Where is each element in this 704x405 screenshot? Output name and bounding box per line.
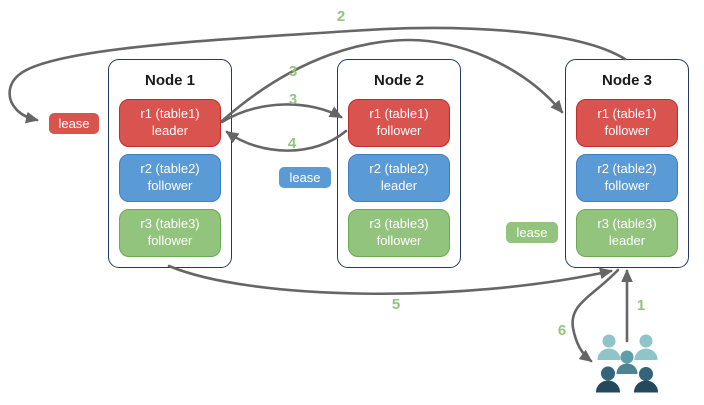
range-role: follower [604, 178, 650, 193]
step-label-3b: 3 [288, 91, 298, 108]
node1-range-r3: r3 (table3) follower [119, 209, 221, 257]
range-role: leader [380, 178, 418, 193]
node-title: Node 1 [144, 72, 195, 89]
range-role: follower [376, 233, 422, 248]
users-group-icon [596, 334, 658, 393]
step-label-4: 4 [287, 135, 297, 152]
node2-range-r3: r3 (table3) follower [348, 209, 450, 257]
range-role: leader [151, 123, 189, 138]
range-line1: r1 (table1) [140, 106, 200, 122]
node2-range-r2: r2 (table2) leader [348, 154, 450, 202]
range-role: follower [147, 233, 193, 248]
step-label-2: 2 [336, 8, 346, 25]
node-3: Node 3 r1 (table1) follower r2 (table2) … [565, 59, 689, 268]
arrow-step-5 [167, 264, 613, 296]
lease-badge-blue: lease [278, 166, 332, 189]
arrow-step-3-to-node2 [220, 103, 343, 124]
range-line1: r3 (table3) [597, 216, 657, 232]
range-role: leader [608, 233, 646, 248]
range-line1: r3 (table3) [140, 216, 200, 232]
arrow-step-2 [8, 26, 627, 124]
range-line1: r2 (table2) [369, 161, 429, 177]
range-line1: r2 (table2) [140, 161, 200, 177]
step-label-5: 5 [391, 296, 401, 313]
node2-range-r1: r1 (table1) follower [348, 99, 450, 147]
lease-badge-red: lease [48, 112, 100, 135]
range-line1: r2 (table2) [597, 161, 657, 177]
arrow-step-6 [571, 268, 620, 363]
arrow-step-4 [225, 129, 348, 152]
range-role: follower [604, 123, 650, 138]
step-label-1: 1 [636, 297, 646, 314]
step-label-6: 6 [557, 322, 567, 339]
range-role: follower [376, 123, 422, 138]
node3-range-r3: r3 (table3) leader [576, 209, 678, 257]
lease-badge-green: lease [505, 221, 559, 244]
range-line1: r3 (table3) [369, 216, 429, 232]
node3-range-r2: r2 (table2) follower [576, 154, 678, 202]
range-line1: r1 (table1) [369, 106, 429, 122]
node-2: Node 2 r1 (table1) follower r2 (table2) … [337, 59, 461, 268]
step-label-3a: 3 [288, 63, 298, 80]
range-line1: r1 (table1) [597, 106, 657, 122]
node-1: Node 1 r1 (table1) leader r2 (table2) fo… [108, 59, 232, 268]
range-role: follower [147, 178, 193, 193]
node-title: Node 3 [601, 72, 652, 89]
node3-range-r1: r1 (table1) follower [576, 99, 678, 147]
node-title: Node 2 [373, 72, 424, 89]
node1-range-r1: r1 (table1) leader [119, 99, 221, 147]
node1-range-r2: r2 (table2) follower [119, 154, 221, 202]
